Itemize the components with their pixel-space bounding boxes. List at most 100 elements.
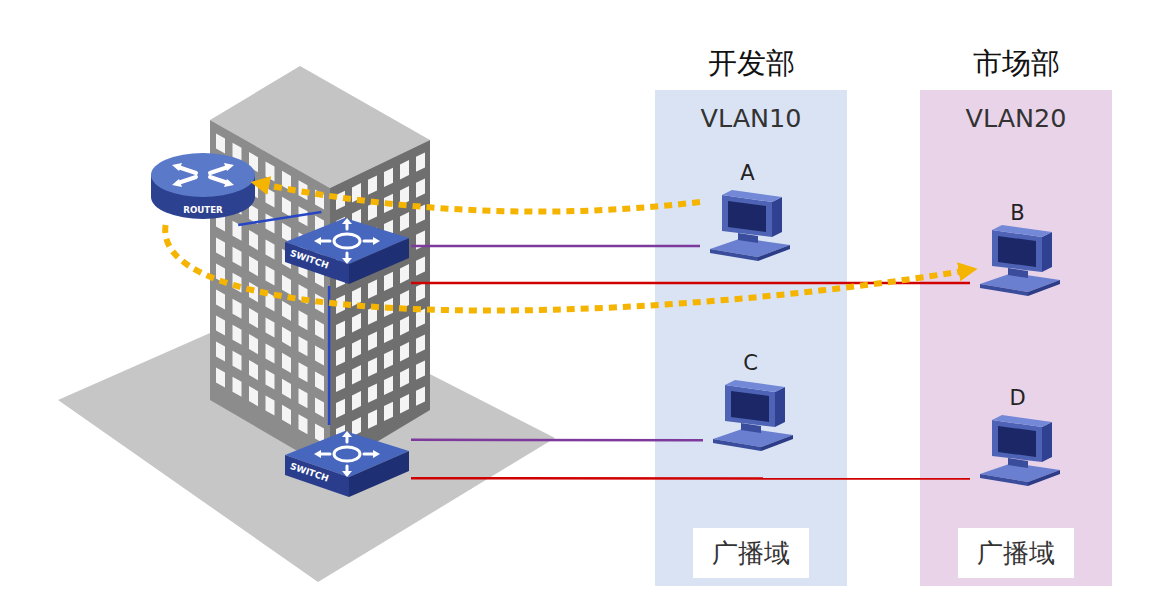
- window: [233, 377, 242, 397]
- host-label: A: [700, 160, 795, 186]
- window: [233, 247, 242, 267]
- window: [368, 409, 377, 428]
- switch-icon: [283, 425, 411, 499]
- window: [216, 133, 225, 153]
- window: [249, 334, 258, 354]
- window: [233, 351, 242, 371]
- window: [384, 402, 393, 421]
- window: [216, 367, 225, 387]
- window: [266, 395, 275, 415]
- window: [282, 353, 291, 373]
- band-ground: [920, 90, 1112, 586]
- window: [416, 178, 425, 197]
- window: [368, 357, 377, 376]
- window: [266, 343, 275, 363]
- window: [416, 308, 425, 327]
- building-right-face: [330, 140, 430, 470]
- window: [216, 263, 225, 283]
- window: [416, 334, 425, 353]
- window: [299, 414, 308, 434]
- window: [233, 273, 242, 293]
- window: [266, 213, 275, 233]
- window: [299, 362, 308, 382]
- window-rows: [336, 152, 425, 444]
- window: [233, 299, 242, 319]
- window: [249, 204, 258, 224]
- window: [282, 197, 291, 217]
- pc-host: B: [970, 200, 1065, 300]
- window: [249, 308, 258, 328]
- window: [299, 336, 308, 356]
- window: [282, 275, 291, 295]
- window: [416, 256, 425, 275]
- broadcast-domain-label: 广播域: [958, 528, 1074, 578]
- window: [416, 204, 425, 223]
- window: [384, 298, 393, 317]
- switch-device: SWITCH: [283, 212, 411, 286]
- window: [216, 315, 225, 335]
- switch-device: SWITCH: [283, 425, 411, 499]
- window: [249, 230, 258, 250]
- window: [400, 368, 409, 387]
- pc-icon: [700, 189, 795, 265]
- window: [352, 417, 361, 436]
- host-label: C: [703, 350, 798, 376]
- window: [352, 183, 361, 202]
- window: [282, 327, 291, 347]
- window: [249, 256, 258, 276]
- window: [400, 394, 409, 413]
- window: [336, 295, 345, 314]
- window: [400, 186, 409, 205]
- window: [315, 320, 324, 340]
- window: [384, 168, 393, 187]
- window: [233, 221, 242, 241]
- pc-icon: [703, 379, 798, 455]
- department-band: 开发部VLAN10广播域AC: [655, 40, 847, 586]
- window: [416, 230, 425, 249]
- window: [299, 180, 308, 200]
- window: [282, 301, 291, 321]
- window: [368, 305, 377, 324]
- window: [368, 201, 377, 220]
- window: [336, 373, 345, 392]
- pc-icon: [970, 414, 1065, 490]
- window: [233, 325, 242, 345]
- router-device: ROUTER: [148, 145, 258, 225]
- network-link: [238, 212, 321, 225]
- window: [282, 223, 291, 243]
- window: [352, 391, 361, 410]
- window: [368, 279, 377, 298]
- pc-host: D: [970, 385, 1065, 490]
- window: [384, 194, 393, 213]
- window: [216, 237, 225, 257]
- pc-host: C: [703, 350, 798, 455]
- window: [336, 399, 345, 418]
- window: [368, 175, 377, 194]
- window: [400, 160, 409, 179]
- window: [400, 212, 409, 231]
- window: [315, 398, 324, 418]
- window: [299, 284, 308, 304]
- device-label: ROUTER: [148, 205, 258, 215]
- window: [336, 321, 345, 340]
- traffic-flow-arrow: [165, 225, 970, 311]
- window: [266, 187, 275, 207]
- window: [249, 386, 258, 406]
- window: [266, 291, 275, 311]
- window: [400, 316, 409, 335]
- window: [336, 347, 345, 366]
- window: [266, 369, 275, 389]
- window: [416, 360, 425, 379]
- window: [315, 294, 324, 314]
- window: [368, 383, 377, 402]
- window: [282, 379, 291, 399]
- window: [400, 290, 409, 309]
- window: [299, 388, 308, 408]
- window: [384, 272, 393, 291]
- window: [266, 265, 275, 285]
- window: [299, 206, 308, 226]
- window: [384, 376, 393, 395]
- window: [416, 152, 425, 171]
- window: [384, 324, 393, 343]
- window: [216, 341, 225, 361]
